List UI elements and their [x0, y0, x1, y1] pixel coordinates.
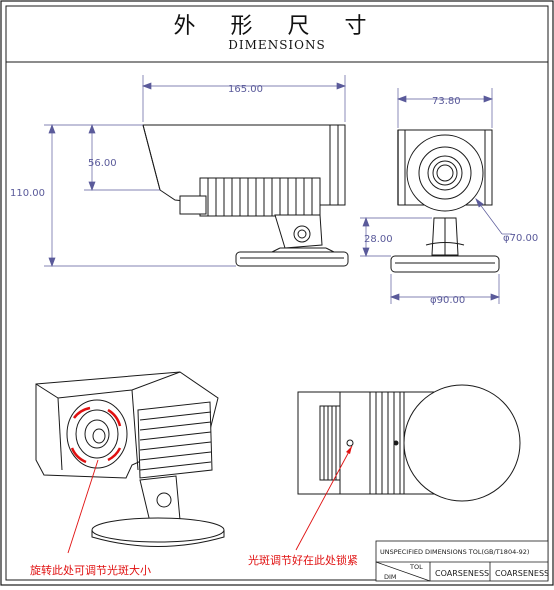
dim-label: DIM [384, 573, 397, 581]
page-title: 外 形 尺 寸 [173, 14, 381, 39]
tol-label: TOL [409, 563, 423, 571]
rotate-leader [67, 459, 99, 554]
front-view [390, 129, 500, 273]
coarseness-col2: COARSENESS [495, 569, 549, 578]
coarseness-col1: COARSENESS [435, 569, 489, 578]
title-block-labels: UNSPECIFIED DIMENSIONS TOL(GB/T1804-92) … [380, 548, 549, 581]
dim-base-diameter-label: φ90.00 [430, 295, 465, 306]
rotate-note: 旋转此处可调节光斑大小 [30, 563, 151, 577]
title-block-header: UNSPECIFIED DIMENSIONS TOL(GB/T1804-92) [380, 548, 529, 556]
side-dimensions [44, 75, 346, 267]
top-view [297, 384, 521, 502]
front-dimensions [360, 88, 512, 304]
page-subtitle: DIMENSIONS [228, 38, 326, 52]
title-block [375, 540, 549, 582]
dim-base-height-label: 28.00 [364, 234, 393, 245]
lock-leader [295, 445, 353, 551]
side-view [142, 124, 349, 267]
lock-note: 光斑调节好在此处锁紧 [248, 553, 358, 567]
dim-width-label: 73.80 [432, 96, 461, 107]
dim-lens-diameter-label: φ70.00 [503, 233, 538, 244]
lock-arrow [346, 446, 352, 454]
dim-total-height-label: 110.00 [10, 188, 45, 199]
side-fins [199, 177, 321, 217]
annotation-labels: 旋转此处可调节光斑大小 光斑调节好在此处锁紧 [30, 553, 358, 577]
rotate-arrows [70, 406, 122, 464]
isometric-view [35, 371, 225, 547]
dim-hood-height-label: 56.00 [88, 158, 117, 169]
inner-frame [5, 5, 549, 581]
dim-length-label: 165.00 [228, 84, 263, 95]
dimension-labels: 165.00 56.00 110.00 73.80 28.00 φ70.00 φ… [10, 84, 538, 306]
